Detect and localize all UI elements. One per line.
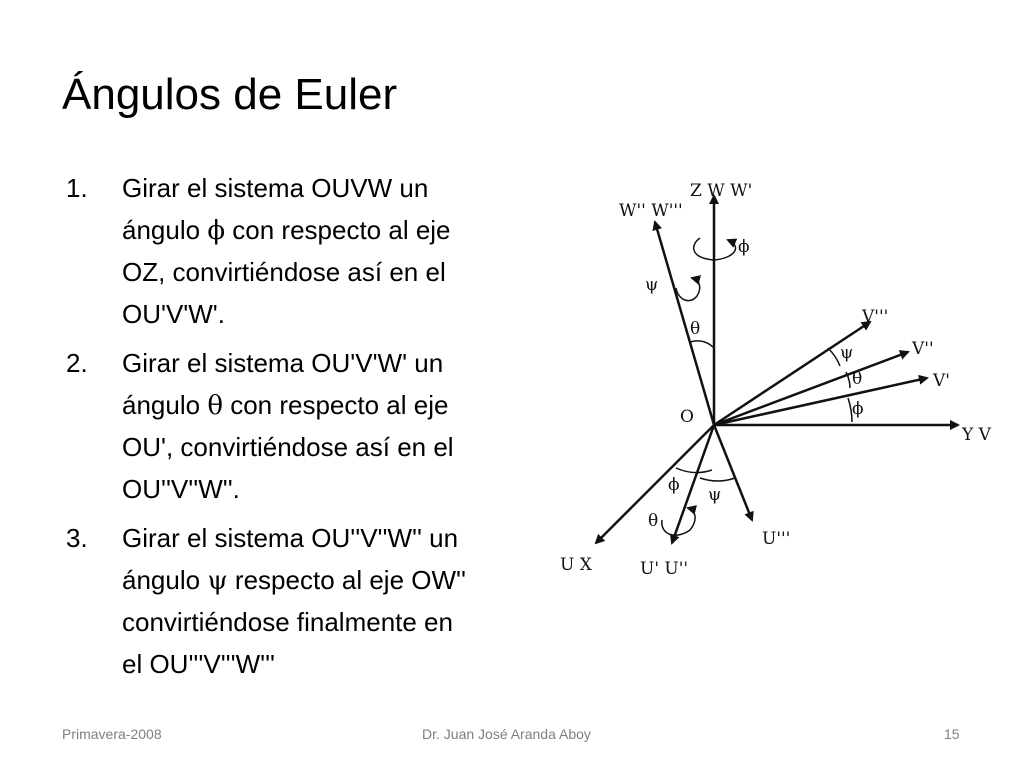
psi-angle-label: ψ (645, 275, 658, 295)
v-prime-axis-label: V' (932, 371, 950, 391)
theta-u-angle-label: θ (648, 511, 658, 531)
psi-rotation-arc (675, 275, 701, 302)
step-item: 1. Girar el sistema OUVW un ángulo ϕ con… (66, 168, 536, 335)
step-line: Girar el sistema OU''V''W'' un (122, 523, 459, 553)
phi-v-angle-arc (847, 397, 853, 423)
step-line: convirtiéndose finalmente en (122, 607, 453, 637)
psi-u-angle-label: ψ (708, 485, 721, 505)
phi-symbol: ϕ (207, 215, 226, 246)
theta-symbol: θ (207, 390, 223, 421)
step-line: OU', convirtiéndose así en el (122, 432, 454, 462)
step-line: Girar el sistema OUVW un (122, 173, 429, 203)
v-triple-axis-label: V''' (861, 307, 888, 327)
u-axis-line (594, 424, 715, 545)
u-triple-axis-label: U''' (762, 529, 790, 549)
step-number: 3. (66, 523, 88, 553)
theta-v-angle-arc (845, 371, 851, 389)
step-line: OU''V''W''. (122, 473, 240, 504)
z-axis-label: Z W W' (690, 181, 752, 201)
theta-v-angle-label: θ (852, 369, 862, 389)
psi-symbol: ψ (207, 565, 228, 596)
w-double-axis-label: W'' W''' (619, 201, 683, 221)
psi-u-angle-arc (699, 477, 736, 482)
step-line: OZ, convirtiéndose así en el (122, 257, 446, 287)
step-line: el OU'''V'''W''' (122, 648, 276, 679)
psi-v-angle-label: ψ (840, 343, 853, 363)
u-prime-axis-label: U' U'' (640, 559, 688, 579)
page-number: 15 (944, 726, 960, 742)
euler-angles-diagram: Z W W' W'' W''' O Y V V''' V'' V' U X U'… (560, 181, 992, 579)
v-double-axis-line (713, 350, 910, 427)
theta-angle-label: θ (690, 319, 700, 339)
w-double-axis-line (652, 220, 716, 426)
step-text: Girar el sistema OU''V''W'' un ángulo ψ … (122, 518, 536, 685)
y-axis-label: Y V (961, 425, 992, 445)
phi-u-angle-arc (675, 467, 713, 474)
u-prime-axis-line (669, 424, 716, 545)
slide-title: Ángulos de Euler (62, 70, 398, 119)
step-line: OU'V'W'. (122, 298, 225, 329)
v-double-axis-label: V'' (911, 339, 934, 359)
theta-angle-arc (689, 340, 715, 349)
step-line: ángulo θ con respecto al eje (122, 389, 449, 421)
phi-u-angle-label: ϕ (668, 475, 680, 495)
footer-date: Primavera-2008 (62, 726, 162, 742)
origin-label: O (680, 407, 694, 427)
phi-angle-label: ϕ (738, 237, 750, 257)
phi-v-angle-label: ϕ (852, 399, 864, 419)
v-prime-axis-line (713, 374, 929, 427)
theta-rotation-arc (661, 505, 697, 536)
step-line: ángulo ψ respecto al eje OW'' (122, 564, 466, 596)
u-triple-axis-line (712, 424, 754, 522)
steps-list: 1. Girar el sistema OUVW un ángulo ϕ con… (66, 168, 536, 693)
v-triple-axis-line (713, 320, 872, 427)
step-text: Girar el sistema OU'V'W' un ángulo θ con… (122, 343, 536, 510)
step-line: ángulo ϕ con respecto al eje (122, 214, 451, 246)
step-line: Girar el sistema OU'V'W' un (122, 348, 444, 378)
phi-rotation-arc (692, 237, 738, 261)
step-item: 2. Girar el sistema OU'V'W' un ángulo θ … (66, 343, 536, 510)
step-item: 3. Girar el sistema OU''V''W'' un ángulo… (66, 518, 536, 685)
u-axis-label: U X (560, 555, 593, 575)
step-number: 1. (66, 173, 88, 203)
step-number: 2. (66, 348, 88, 378)
psi-angle-arc (827, 347, 841, 367)
step-text: Girar el sistema OUVW un ángulo ϕ con re… (122, 168, 536, 335)
footer-author: Dr. Juan José Aranda Aboy (422, 726, 591, 742)
